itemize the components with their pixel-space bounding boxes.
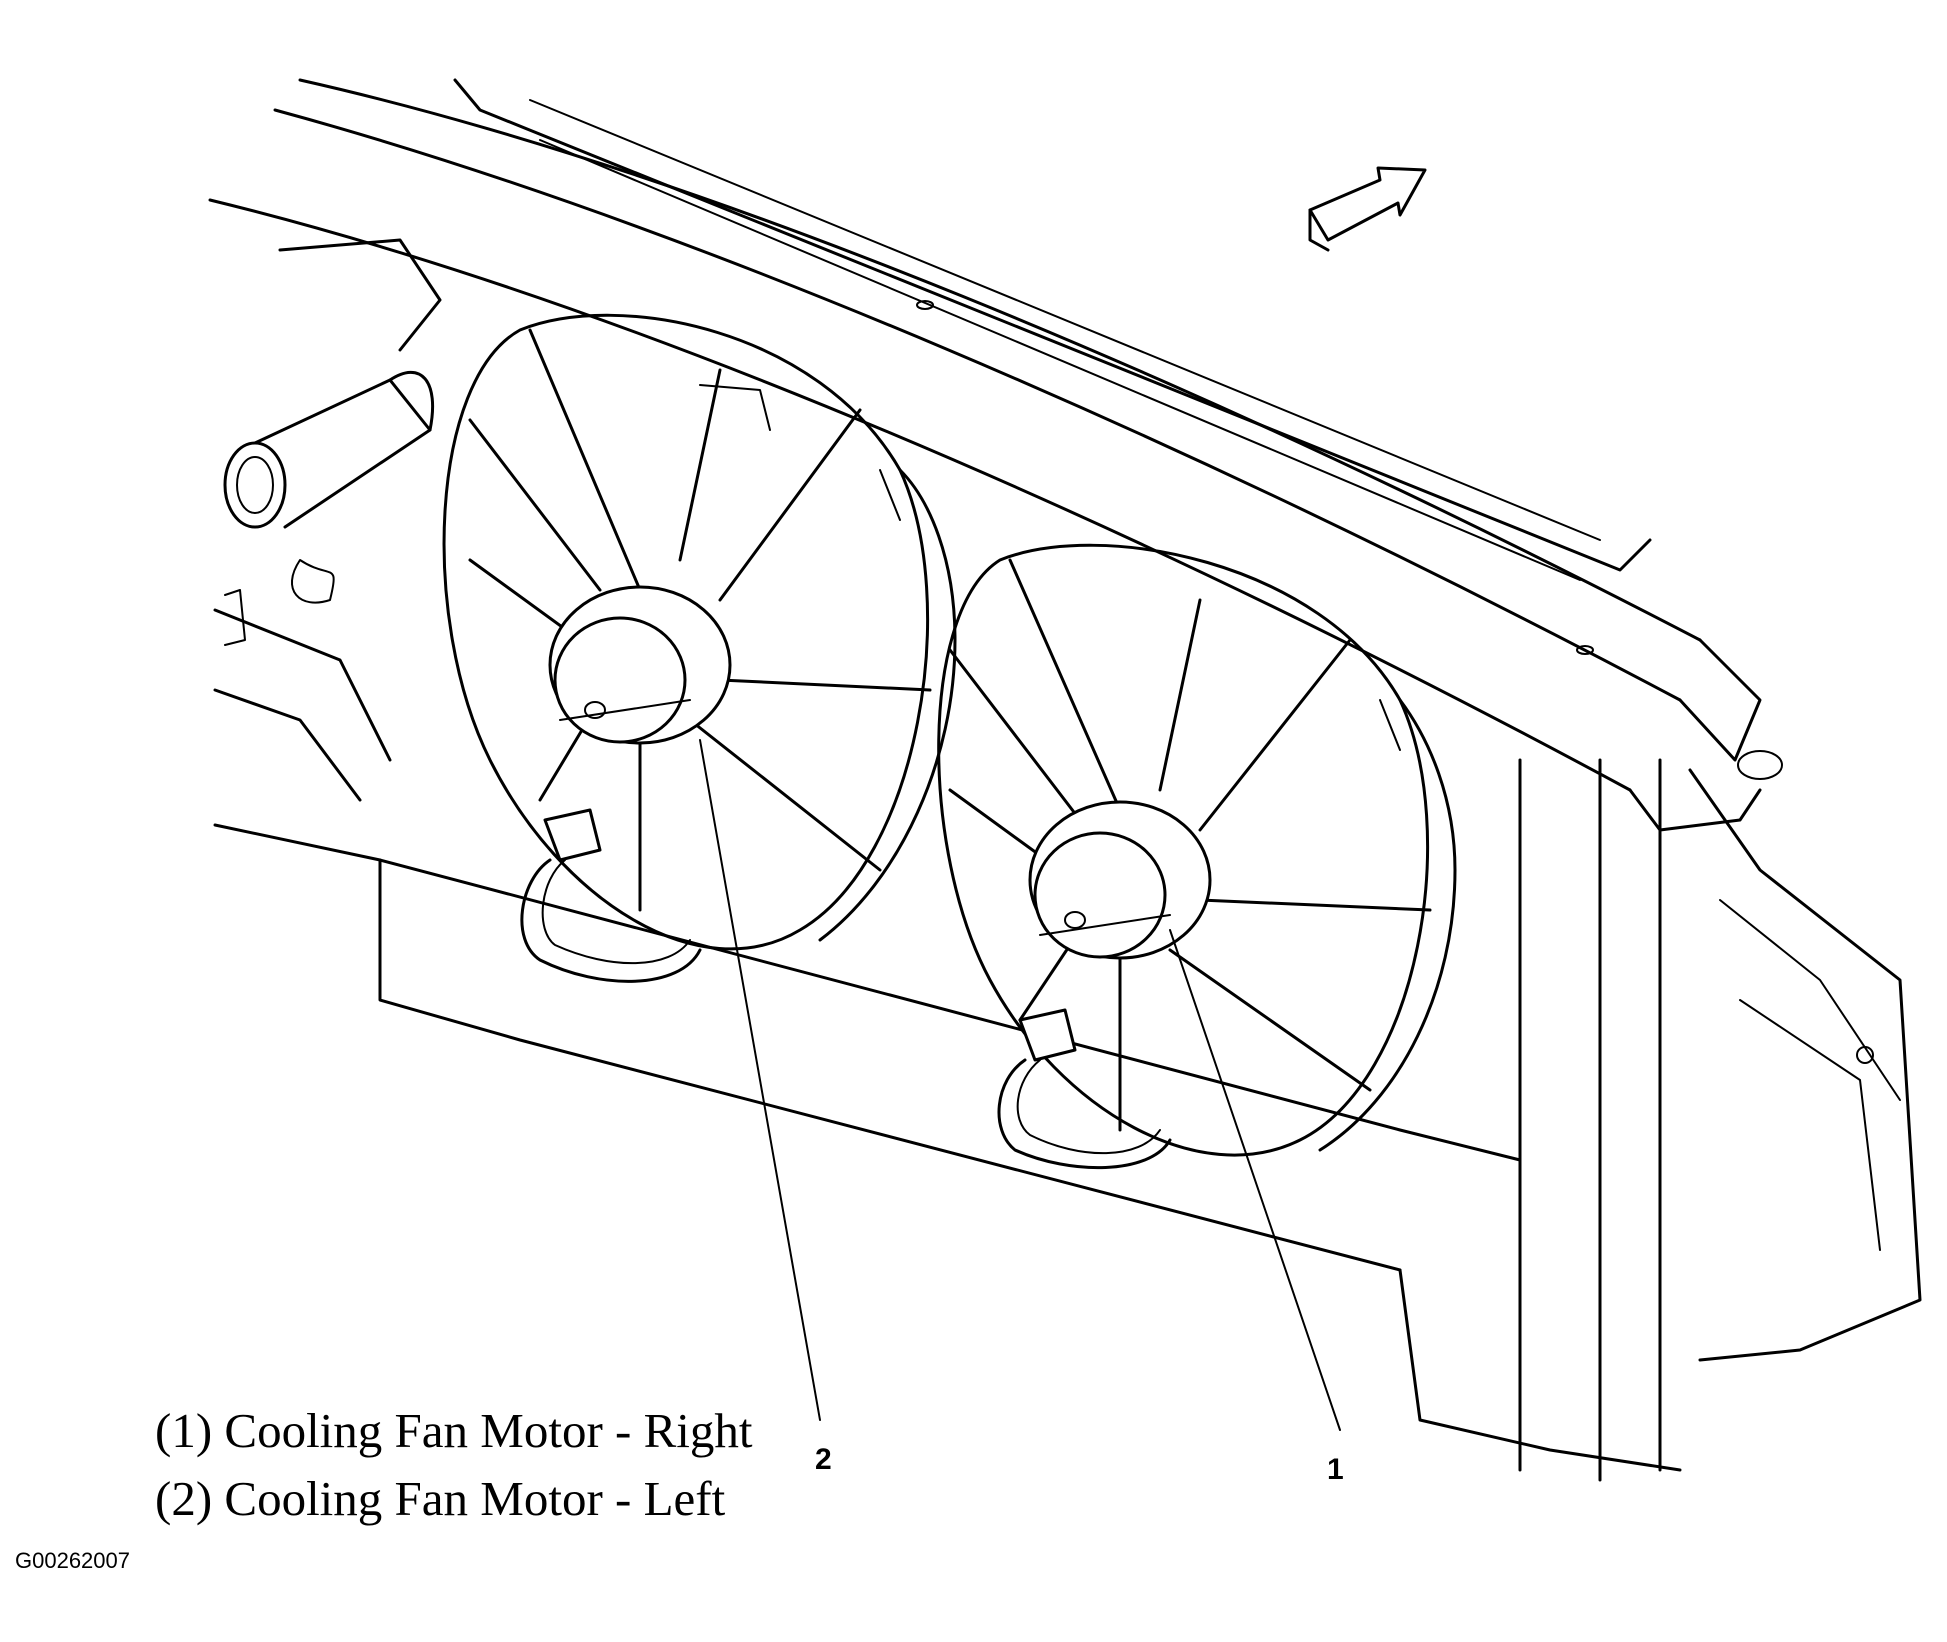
callout-2-leader <box>699 739 821 1421</box>
radiator-support-beam <box>208 78 1783 832</box>
figure-id: G00262007 <box>15 1548 130 1573</box>
right-fan-motor <box>1028 800 1212 960</box>
left-fan-motor <box>548 585 732 745</box>
legend-item-2: (2) Cooling Fan Motor - Left <box>155 1471 726 1526</box>
left-cooling-fan <box>442 313 957 983</box>
callout-2-label: 2 <box>815 1443 832 1476</box>
forward-direction-arrow <box>1308 166 1427 252</box>
left-fan-connector-harness <box>520 808 702 983</box>
right-fan-connector-harness <box>997 1008 1172 1170</box>
legend-item-1: (1) Cooling Fan Motor - Right <box>155 1403 753 1458</box>
fan-shroud-frame <box>213 589 1922 1482</box>
coolant-hose-fitting <box>223 238 442 604</box>
callout-1-label: 1 <box>1327 1453 1344 1486</box>
right-cooling-fan <box>937 543 1457 1170</box>
callout-1-leader <box>1169 929 1341 1431</box>
